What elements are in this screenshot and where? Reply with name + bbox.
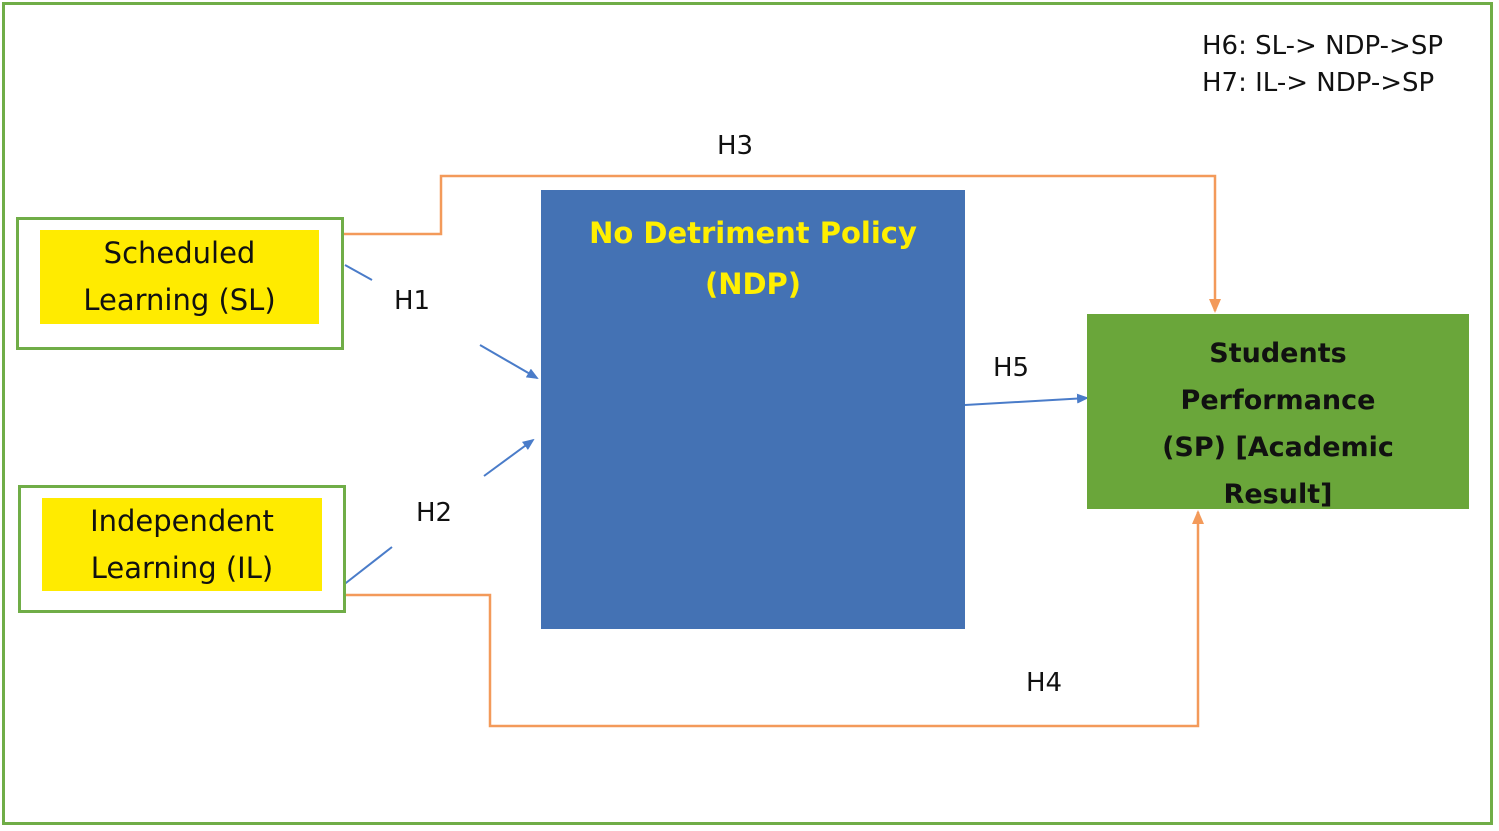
legend-h6: H6: SL-> NDP->SP	[1202, 31, 1444, 61]
h4-arrow	[345, 510, 1204, 728]
h5-label: H5	[993, 353, 1030, 383]
h2-arrow-segment-a	[341, 546, 393, 587]
mediation-legend: H6: SL-> NDP->SP H7: IL-> NDP->SP	[1202, 28, 1443, 102]
h5-arrow	[964, 393, 1089, 406]
h1-arrow-segment-a	[344, 264, 373, 281]
ndp-title: No Detriment Policy (NDP)	[541, 208, 965, 310]
sp-title: Students Performance (SP) [Academic Resu…	[1108, 330, 1448, 518]
ndp-title-line1: No Detriment Policy	[589, 216, 917, 250]
sp-title-line1: Students Performance	[1180, 338, 1376, 416]
sl-label-line2: Learning (SL)	[83, 283, 276, 317]
h4-label: H4	[1026, 668, 1063, 698]
h1-arrow-segment-b	[479, 344, 539, 380]
h1-label: H1	[394, 286, 431, 316]
h3-label: H3	[717, 131, 754, 161]
sp-title-line2: (SP) [Academic	[1162, 432, 1394, 463]
il-label-line2: Learning (IL)	[90, 550, 274, 585]
il-label: Independent Learning (IL)	[42, 498, 322, 591]
ndp-node: No Detriment Policy (NDP)	[541, 190, 965, 629]
sl-label: Scheduled Learning (SL)	[40, 230, 319, 324]
sl-label-line1: Scheduled	[103, 236, 256, 270]
ndp-title-line2: (NDP)	[704, 267, 802, 301]
h2-arrow-segment-b	[483, 438, 535, 477]
legend-h7: H7: IL-> NDP->SP	[1202, 68, 1435, 98]
h2-label: H2	[416, 498, 453, 528]
sp-node: Students Performance (SP) [Academic Resu…	[1087, 314, 1469, 510]
sp-title-line3: Result]	[1223, 479, 1333, 510]
il-label-line1: Independent	[90, 503, 274, 538]
h3-arrow	[344, 174, 1221, 313]
